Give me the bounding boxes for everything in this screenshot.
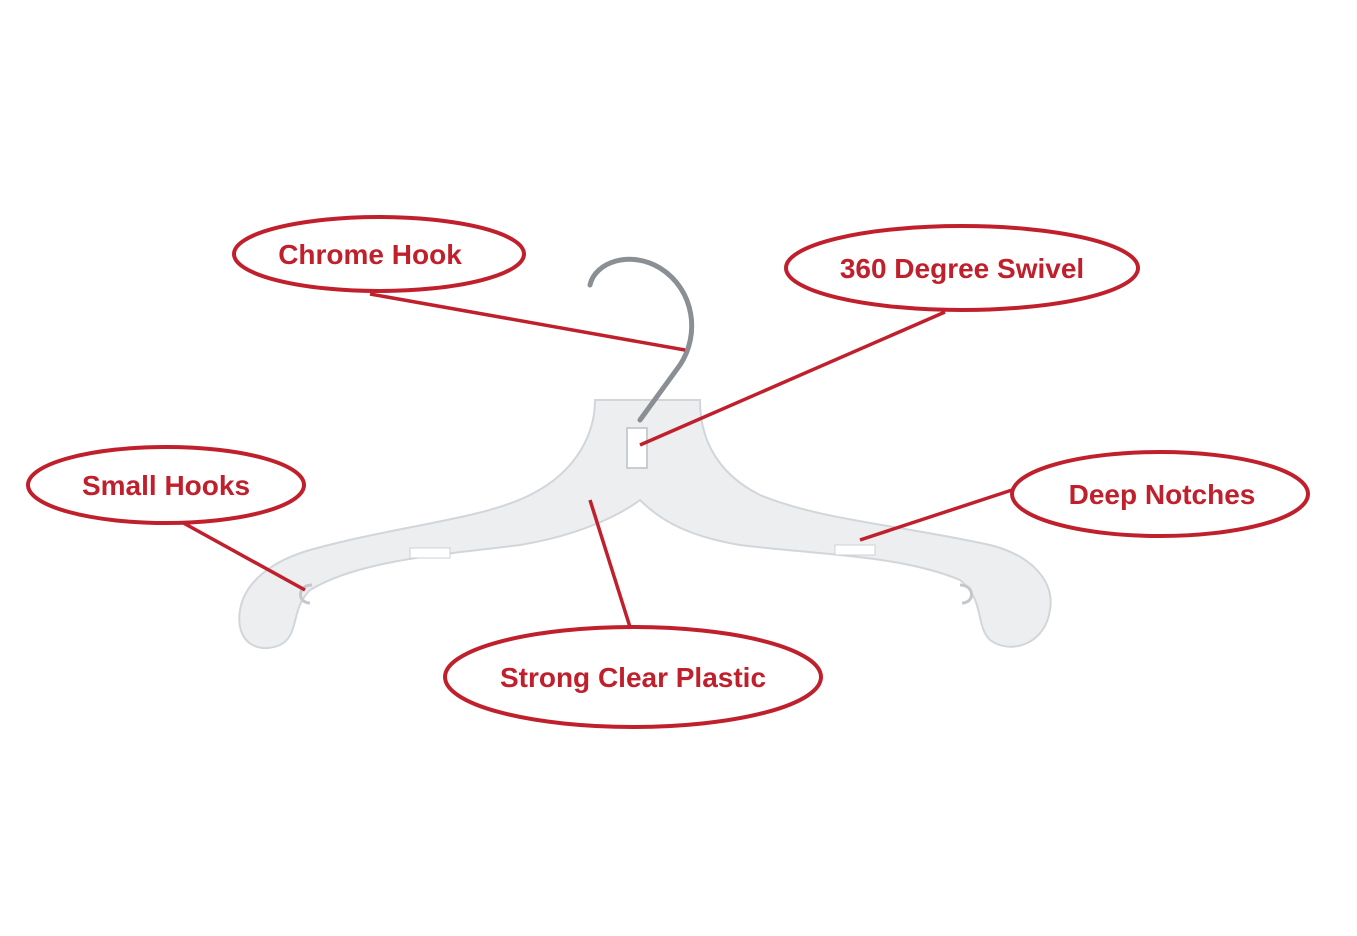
callout-small-hooks: Small Hooks bbox=[26, 445, 306, 525]
callout-deep-notches: Deep Notches bbox=[1010, 450, 1310, 538]
callout-plastic: Strong Clear Plastic bbox=[443, 625, 823, 729]
leader-plastic bbox=[588, 499, 632, 628]
hanger-illustration bbox=[238, 256, 1052, 650]
small-hook-right bbox=[959, 583, 973, 605]
leader-deep-notches bbox=[859, 488, 1013, 542]
callout-label: Strong Clear Plastic bbox=[500, 662, 766, 693]
leader-small-hooks bbox=[177, 518, 306, 592]
callout-swivel: 360 Degree Swivel bbox=[784, 224, 1140, 312]
callout-label: Chrome Hook bbox=[278, 239, 462, 270]
leader-swivel bbox=[639, 310, 946, 447]
leader-chrome-hook bbox=[369, 292, 686, 352]
callout-label: Small Hooks bbox=[82, 470, 250, 501]
callout-label: 360 Degree Swivel bbox=[840, 253, 1084, 284]
small-hook-left bbox=[299, 583, 313, 605]
notch-right bbox=[834, 544, 876, 556]
callout-chrome-hook: Chrome Hook bbox=[232, 215, 526, 293]
callout-label: Deep Notches bbox=[1069, 479, 1256, 510]
notch-left bbox=[409, 547, 451, 559]
swivel-slot bbox=[626, 427, 648, 469]
chrome-hook bbox=[587, 256, 695, 423]
